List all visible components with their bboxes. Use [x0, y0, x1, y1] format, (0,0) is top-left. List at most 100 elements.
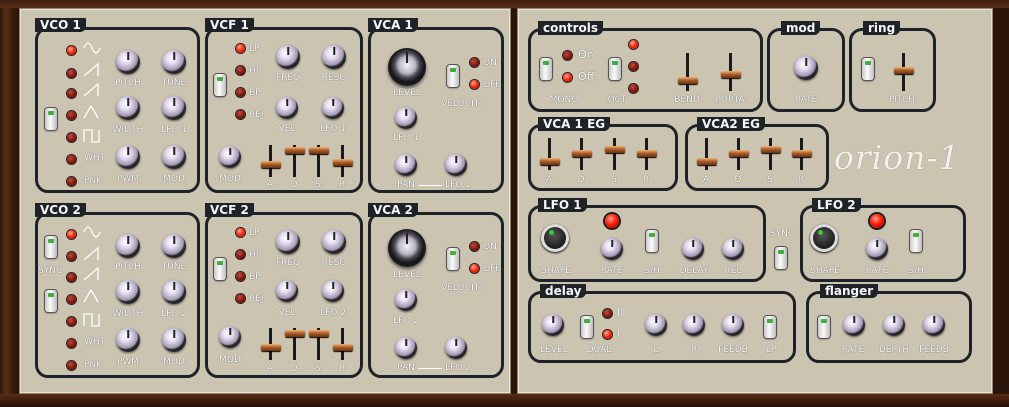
vca2-lfo-knob[interactable]: [395, 289, 417, 311]
vco1-waveform-switch[interactable]: [45, 108, 57, 130]
vco1-pitch-knob[interactable]: [116, 50, 140, 74]
mod-rate-knob[interactable]: [794, 56, 818, 80]
vcf1-mode-switch[interactable]: [214, 74, 226, 96]
vca2-velocity-switch[interactable]: [447, 248, 459, 270]
vcf1-mod-knob[interactable]: [219, 146, 241, 168]
vca1eg-release-slider[interactable]: [636, 138, 657, 170]
vca1eg-attack-slider[interactable]: [539, 138, 560, 170]
octave-switch[interactable]: [609, 58, 621, 80]
vcf1-freq-knob[interactable]: [276, 45, 300, 69]
mono-off-led[interactable]: [563, 73, 572, 82]
delay-led-i[interactable]: [603, 330, 612, 339]
vcf1-attack-slider[interactable]: [260, 145, 281, 177]
vco1-pwm-knob[interactable]: [116, 145, 140, 169]
vco1-led-white[interactable]: [67, 155, 76, 164]
vco2-waveform-switch[interactable]: [45, 290, 57, 312]
vcf2-mode-switch[interactable]: [214, 258, 226, 280]
slider-cap[interactable]: [284, 330, 305, 337]
lfo-sync-switch[interactable]: [775, 247, 787, 269]
slider-cap[interactable]: [728, 150, 749, 157]
slider-cap[interactable]: [539, 158, 560, 165]
oct-led-low[interactable]: [629, 84, 638, 93]
vca1-velocity-on-led[interactable]: [470, 58, 479, 67]
slider-cap[interactable]: [677, 77, 698, 84]
lfo2-sh-switch[interactable]: [910, 230, 922, 252]
slider-cap[interactable]: [284, 147, 305, 154]
flanger-rate-knob[interactable]: [843, 314, 865, 336]
vcf2-attack-slider[interactable]: [260, 328, 281, 360]
ring-switch[interactable]: [862, 58, 874, 80]
slider-cap[interactable]: [571, 150, 592, 157]
vco1-led-sine[interactable]: [67, 46, 76, 55]
vcf2-led-rej[interactable]: [236, 294, 245, 303]
oct-led-high[interactable]: [629, 40, 638, 49]
delay-lp-switch[interactable]: [764, 316, 776, 338]
vco1-tune-knob[interactable]: [162, 50, 186, 74]
vca2eg-decay-slider[interactable]: [728, 138, 749, 170]
mono-switch[interactable]: [540, 58, 552, 80]
vcf2-led-bp[interactable]: [236, 272, 245, 281]
lfo2-rate-knob[interactable]: [866, 238, 888, 260]
vca1-lfo-knob[interactable]: [395, 107, 417, 129]
lfo1-shape-knob[interactable]: [541, 224, 569, 252]
vcf2-freq-knob[interactable]: [276, 230, 300, 254]
slider-cap[interactable]: [636, 150, 657, 157]
vco2-led-pink[interactable]: [67, 361, 76, 370]
delay-led-ii[interactable]: [603, 309, 612, 318]
vcf2-decay-slider[interactable]: [284, 328, 305, 360]
slider-cap[interactable]: [893, 67, 914, 74]
vcf2-led-lp[interactable]: [236, 228, 245, 237]
vca2-level-knob[interactable]: [388, 229, 426, 267]
vcf2-vel-knob[interactable]: [276, 280, 298, 302]
slider-cap[interactable]: [720, 71, 741, 78]
vca2-velocity-off-led[interactable]: [470, 264, 479, 273]
delay-r-knob[interactable]: [683, 314, 705, 336]
porta-slider[interactable]: [720, 53, 741, 91]
mono-on-led[interactable]: [563, 51, 572, 60]
slider-cap[interactable]: [791, 150, 812, 157]
delay-level-knob[interactable]: [542, 314, 564, 336]
slider-cap[interactable]: [696, 158, 717, 165]
vco2-led-saw[interactable]: [67, 252, 76, 261]
vco1-width-knob[interactable]: [116, 96, 140, 120]
slider-cap[interactable]: [760, 146, 781, 153]
vco2-tune-knob[interactable]: [162, 234, 186, 258]
slider-cap[interactable]: [260, 161, 281, 168]
delay-feedb-knob[interactable]: [722, 314, 744, 336]
slider-cap[interactable]: [308, 330, 329, 337]
vca1eg-decay-slider[interactable]: [571, 138, 592, 170]
flanger-depth-knob[interactable]: [883, 314, 905, 336]
vco1-led-tri[interactable]: [67, 89, 76, 98]
vca1-velocity-switch[interactable]: [447, 65, 459, 87]
vca2eg-sustain-slider[interactable]: [760, 138, 781, 170]
slider-cap[interactable]: [260, 344, 281, 351]
vcf1-vel-knob[interactable]: [276, 97, 298, 119]
vcf1-release-slider[interactable]: [332, 145, 353, 177]
vca1-pan-lfo-knob[interactable]: [445, 154, 467, 176]
ring-pitch-slider[interactable]: [893, 53, 914, 91]
vca1-pan-knob[interactable]: [395, 154, 417, 176]
slider-cap[interactable]: [332, 159, 353, 166]
vca2eg-attack-slider[interactable]: [696, 138, 717, 170]
vcf2-reso-knob[interactable]: [322, 230, 346, 254]
vco2-led-tri[interactable]: [67, 273, 76, 282]
vcf2-release-slider[interactable]: [332, 328, 353, 360]
lfo1-delay-knob[interactable]: [682, 238, 704, 260]
vco2-led-pulse[interactable]: [67, 317, 76, 326]
vco2-sync-switch[interactable]: [45, 236, 57, 258]
vco2-mod-knob[interactable]: [162, 328, 186, 352]
vco1-led-pink[interactable]: [67, 177, 76, 186]
vcf1-led-lp[interactable]: [236, 44, 245, 53]
flanger-feedb-knob[interactable]: [923, 314, 945, 336]
vca1eg-sustain-slider[interactable]: [604, 138, 625, 170]
vco1-led-pulse[interactable]: [67, 133, 76, 142]
lfo2-shape-knob[interactable]: [810, 224, 838, 252]
vco1-mod-knob[interactable]: [162, 145, 186, 169]
vca2-pan-knob[interactable]: [395, 337, 417, 359]
vcf1-lfo-knob[interactable]: [322, 97, 344, 119]
delay-l-knob[interactable]: [645, 314, 667, 336]
lfo1-sh-switch[interactable]: [646, 230, 658, 252]
vco1-lfo-knob[interactable]: [162, 96, 186, 120]
vca1-level-knob[interactable]: [388, 48, 426, 86]
vcf1-reso-knob[interactable]: [322, 45, 346, 69]
